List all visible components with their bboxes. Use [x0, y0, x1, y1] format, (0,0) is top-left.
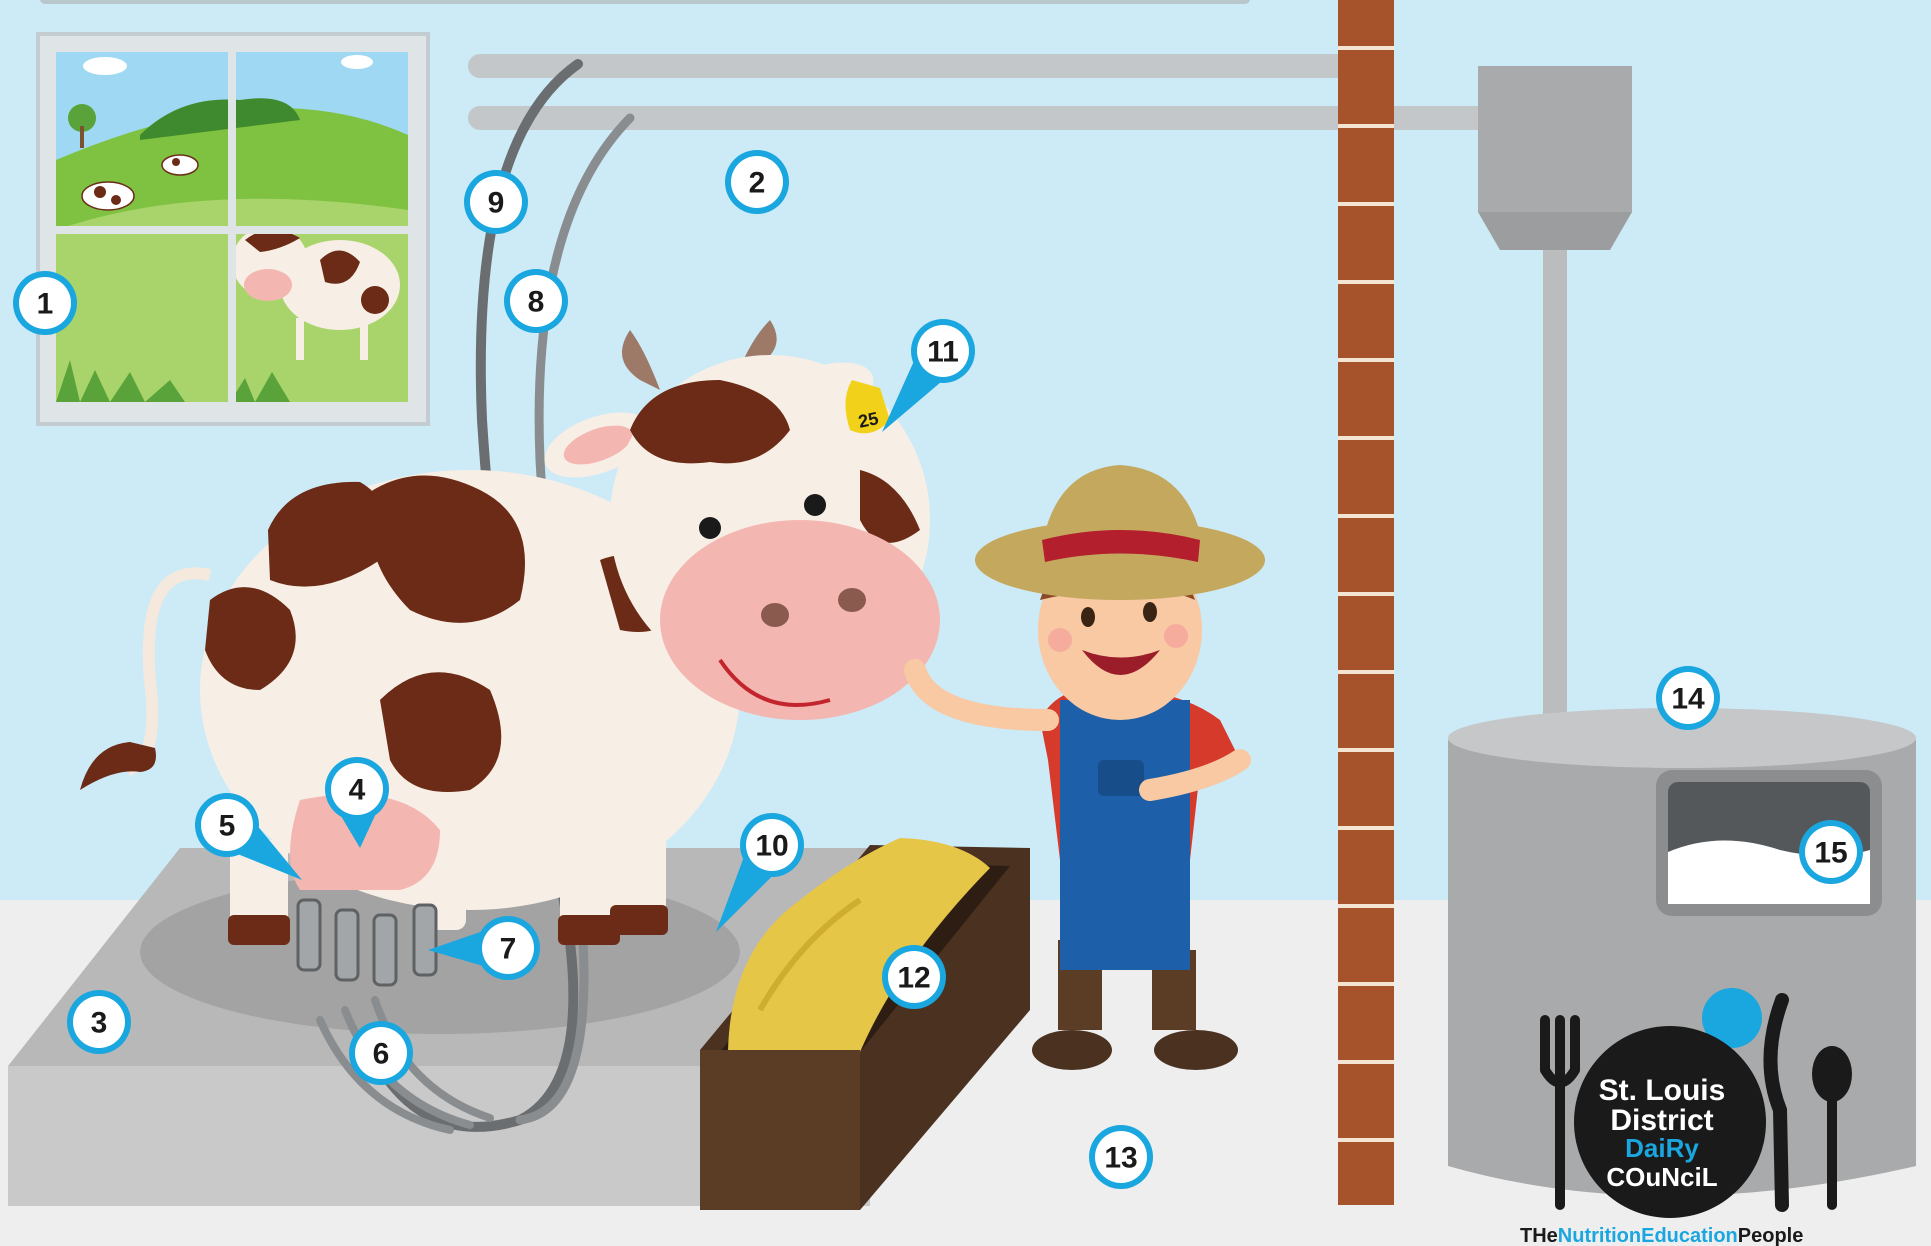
marker-label: 15 — [1814, 837, 1847, 870]
marker-label: 1 — [37, 288, 54, 321]
marker-label: 2 — [749, 167, 766, 200]
logo-line-1: St. Louis — [1599, 1074, 1726, 1107]
marker-label: 11 — [927, 336, 959, 369]
marker-2: 2 — [725, 150, 789, 214]
marker-3: 3 — [67, 990, 131, 1054]
marker-label: 13 — [1104, 1142, 1137, 1175]
marker-label: 3 — [91, 1007, 108, 1040]
marker-label: 12 — [897, 962, 930, 995]
brick-column — [1338, 0, 1394, 1205]
marker-label: 5 — [219, 810, 236, 843]
marker-label: 7 — [500, 933, 517, 966]
marker-13: 13 — [1089, 1125, 1153, 1189]
marker-8: 8 — [504, 269, 568, 333]
marker-1: 1 — [13, 271, 77, 335]
marker-label: 4 — [349, 774, 366, 807]
marker-14: 14 — [1656, 666, 1720, 730]
marker-label: 8 — [528, 286, 545, 319]
marker-9: 9 — [464, 170, 528, 234]
marker-15: 15 — [1799, 820, 1863, 884]
marker-label: 14 — [1671, 683, 1705, 716]
barn-window — [38, 34, 428, 424]
tagline-part-2: NutritionEducation — [1558, 1225, 1738, 1246]
logo-tagline: THeNutritionEducationPeople — [1520, 1225, 1803, 1246]
tagline-part-1: THe — [1520, 1225, 1558, 1246]
tagline-part-3: People — [1738, 1225, 1804, 1246]
logo-line-3: DaiRy — [1625, 1133, 1699, 1163]
marker-12: 12 — [882, 945, 946, 1009]
marker-label: 6 — [373, 1038, 390, 1071]
marker-label: 9 — [488, 187, 505, 220]
top-bar — [40, 0, 1250, 4]
logo-line-4: COuNciL — [1606, 1162, 1717, 1192]
marker-label: 10 — [755, 830, 788, 863]
marker-6: 6 — [349, 1021, 413, 1085]
ear-tag-number: 25 — [857, 408, 881, 432]
